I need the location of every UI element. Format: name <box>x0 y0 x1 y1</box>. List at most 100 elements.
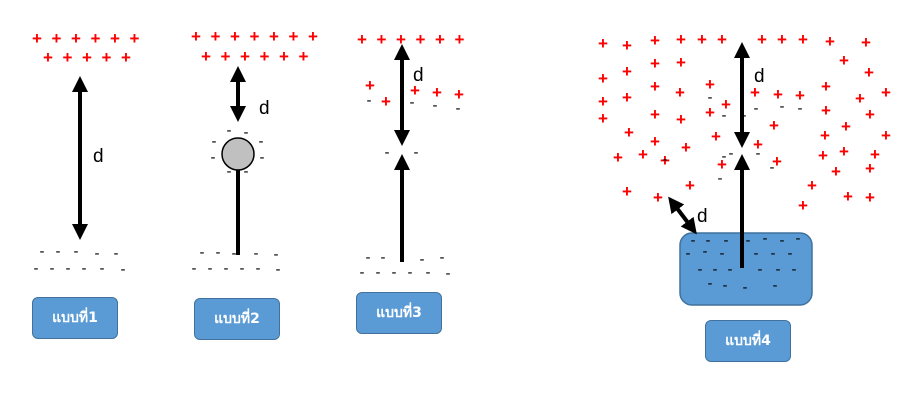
positive-charge: + <box>697 30 707 49</box>
side-distance-arrow <box>668 196 697 235</box>
positive-charge: + <box>821 77 831 96</box>
negative-charge: - <box>686 245 691 262</box>
negative-charge: - <box>56 243 61 260</box>
positive-charge: + <box>269 27 279 46</box>
sphere-negative-charges: -------- <box>211 122 265 180</box>
positive-charge: + <box>377 30 387 49</box>
panel-3: ++++++ +++++---- ----------- d -- <box>357 30 465 282</box>
positive-charge: + <box>598 92 608 111</box>
water-negative-charges: ----------------------- <box>686 230 801 296</box>
negative-charge: - <box>240 260 245 277</box>
positive-charge: + <box>717 155 727 174</box>
negative-charge: - <box>758 261 763 278</box>
positive-charge: + <box>211 27 221 46</box>
negative-charge: - <box>433 97 438 114</box>
positive-charge: + <box>435 30 445 49</box>
negative-charge: - <box>367 92 372 109</box>
negative-charge: - <box>227 122 232 139</box>
positive-charge: + <box>71 29 81 48</box>
positive-charge: + <box>52 29 62 48</box>
negative-charge: - <box>720 245 725 262</box>
negative-charge: - <box>40 243 45 260</box>
negative-charge: - <box>208 260 213 277</box>
negative-charge: - <box>754 245 759 262</box>
positive-charge: + <box>622 62 632 81</box>
positive-charge: + <box>772 152 782 171</box>
positive-charge: + <box>650 77 660 96</box>
negative-charge: - <box>440 249 445 266</box>
positive-charge: + <box>201 47 211 66</box>
negative-charge: - <box>121 261 126 278</box>
negative-charge: - <box>780 98 785 115</box>
positive-charge: + <box>839 142 849 161</box>
positive-charge: + <box>650 105 660 124</box>
negative-charge: - <box>82 260 87 277</box>
positive-charge: + <box>769 116 779 135</box>
negative-charge: - <box>703 243 708 260</box>
positive-charge: + <box>757 30 767 49</box>
positive-charge: + <box>675 83 685 102</box>
positive-charge: + <box>410 81 420 100</box>
negative-charge: - <box>729 145 734 162</box>
distance-label: d <box>93 146 104 167</box>
distance-label: d <box>259 98 270 119</box>
negative-charge: - <box>276 261 281 278</box>
negative-charge: - <box>224 260 229 277</box>
positive-charge: + <box>865 159 875 178</box>
positive-charge: + <box>240 47 250 66</box>
negative-charge: - <box>708 89 713 106</box>
positive-charge: + <box>110 29 120 48</box>
distance-label: d <box>754 66 765 87</box>
negative-charge: - <box>34 260 39 277</box>
positive-charge: + <box>365 76 375 95</box>
positive-charge: + <box>843 187 853 206</box>
negative-charge: - <box>200 244 205 261</box>
positive-charge: + <box>676 30 686 49</box>
positive-charge: + <box>705 75 715 94</box>
positive-charge: + <box>250 27 260 46</box>
negative-charge: - <box>254 245 259 262</box>
positive-charge: + <box>191 27 201 46</box>
positive-charge: + <box>798 30 808 49</box>
rod-sphere <box>221 137 255 171</box>
positive-charge: + <box>91 29 101 48</box>
negative-charge: - <box>798 100 803 117</box>
negative-charge: - <box>74 243 79 260</box>
positive-charge: + <box>825 32 835 51</box>
negative-charge: - <box>410 94 415 111</box>
positive-charge: + <box>432 83 442 102</box>
negative-charge: - <box>414 144 419 161</box>
positive-charge: + <box>32 29 42 48</box>
positive-charge: + <box>102 48 112 67</box>
positive-charge: + <box>753 135 763 154</box>
negative-charge: - <box>743 279 748 296</box>
positive-charge: + <box>357 30 367 49</box>
negative-charge: - <box>360 264 365 281</box>
positive-charge: + <box>676 53 686 72</box>
positive-charge: + <box>622 36 632 55</box>
negative-charge: - <box>216 244 221 261</box>
positive-charge: + <box>881 83 891 102</box>
positive-charge: + <box>861 33 871 52</box>
positive-charge: + <box>818 146 828 165</box>
positive-charge: + <box>653 188 663 207</box>
positive-charge: + <box>63 48 73 67</box>
negative-charge: - <box>211 149 216 166</box>
negative-charge: - <box>780 232 785 249</box>
negative-charge: - <box>114 245 119 262</box>
positive-charge: + <box>870 145 880 164</box>
negative-charge: - <box>232 245 237 262</box>
negative-charge: - <box>244 124 249 141</box>
positive-charge: + <box>43 48 53 67</box>
water-body <box>679 232 813 306</box>
positive-charge: + <box>807 176 817 195</box>
ground-negative-charges: ----------- <box>34 243 126 278</box>
negative-charge: - <box>723 277 728 294</box>
negative-charge: - <box>756 145 761 162</box>
positive-charge: + <box>681 138 691 157</box>
positive-charge: + <box>773 85 783 104</box>
positive-charge: + <box>855 89 865 108</box>
positive-charge: + <box>638 145 648 164</box>
positive-charge: + <box>299 47 309 66</box>
positive-charge: + <box>130 29 140 48</box>
